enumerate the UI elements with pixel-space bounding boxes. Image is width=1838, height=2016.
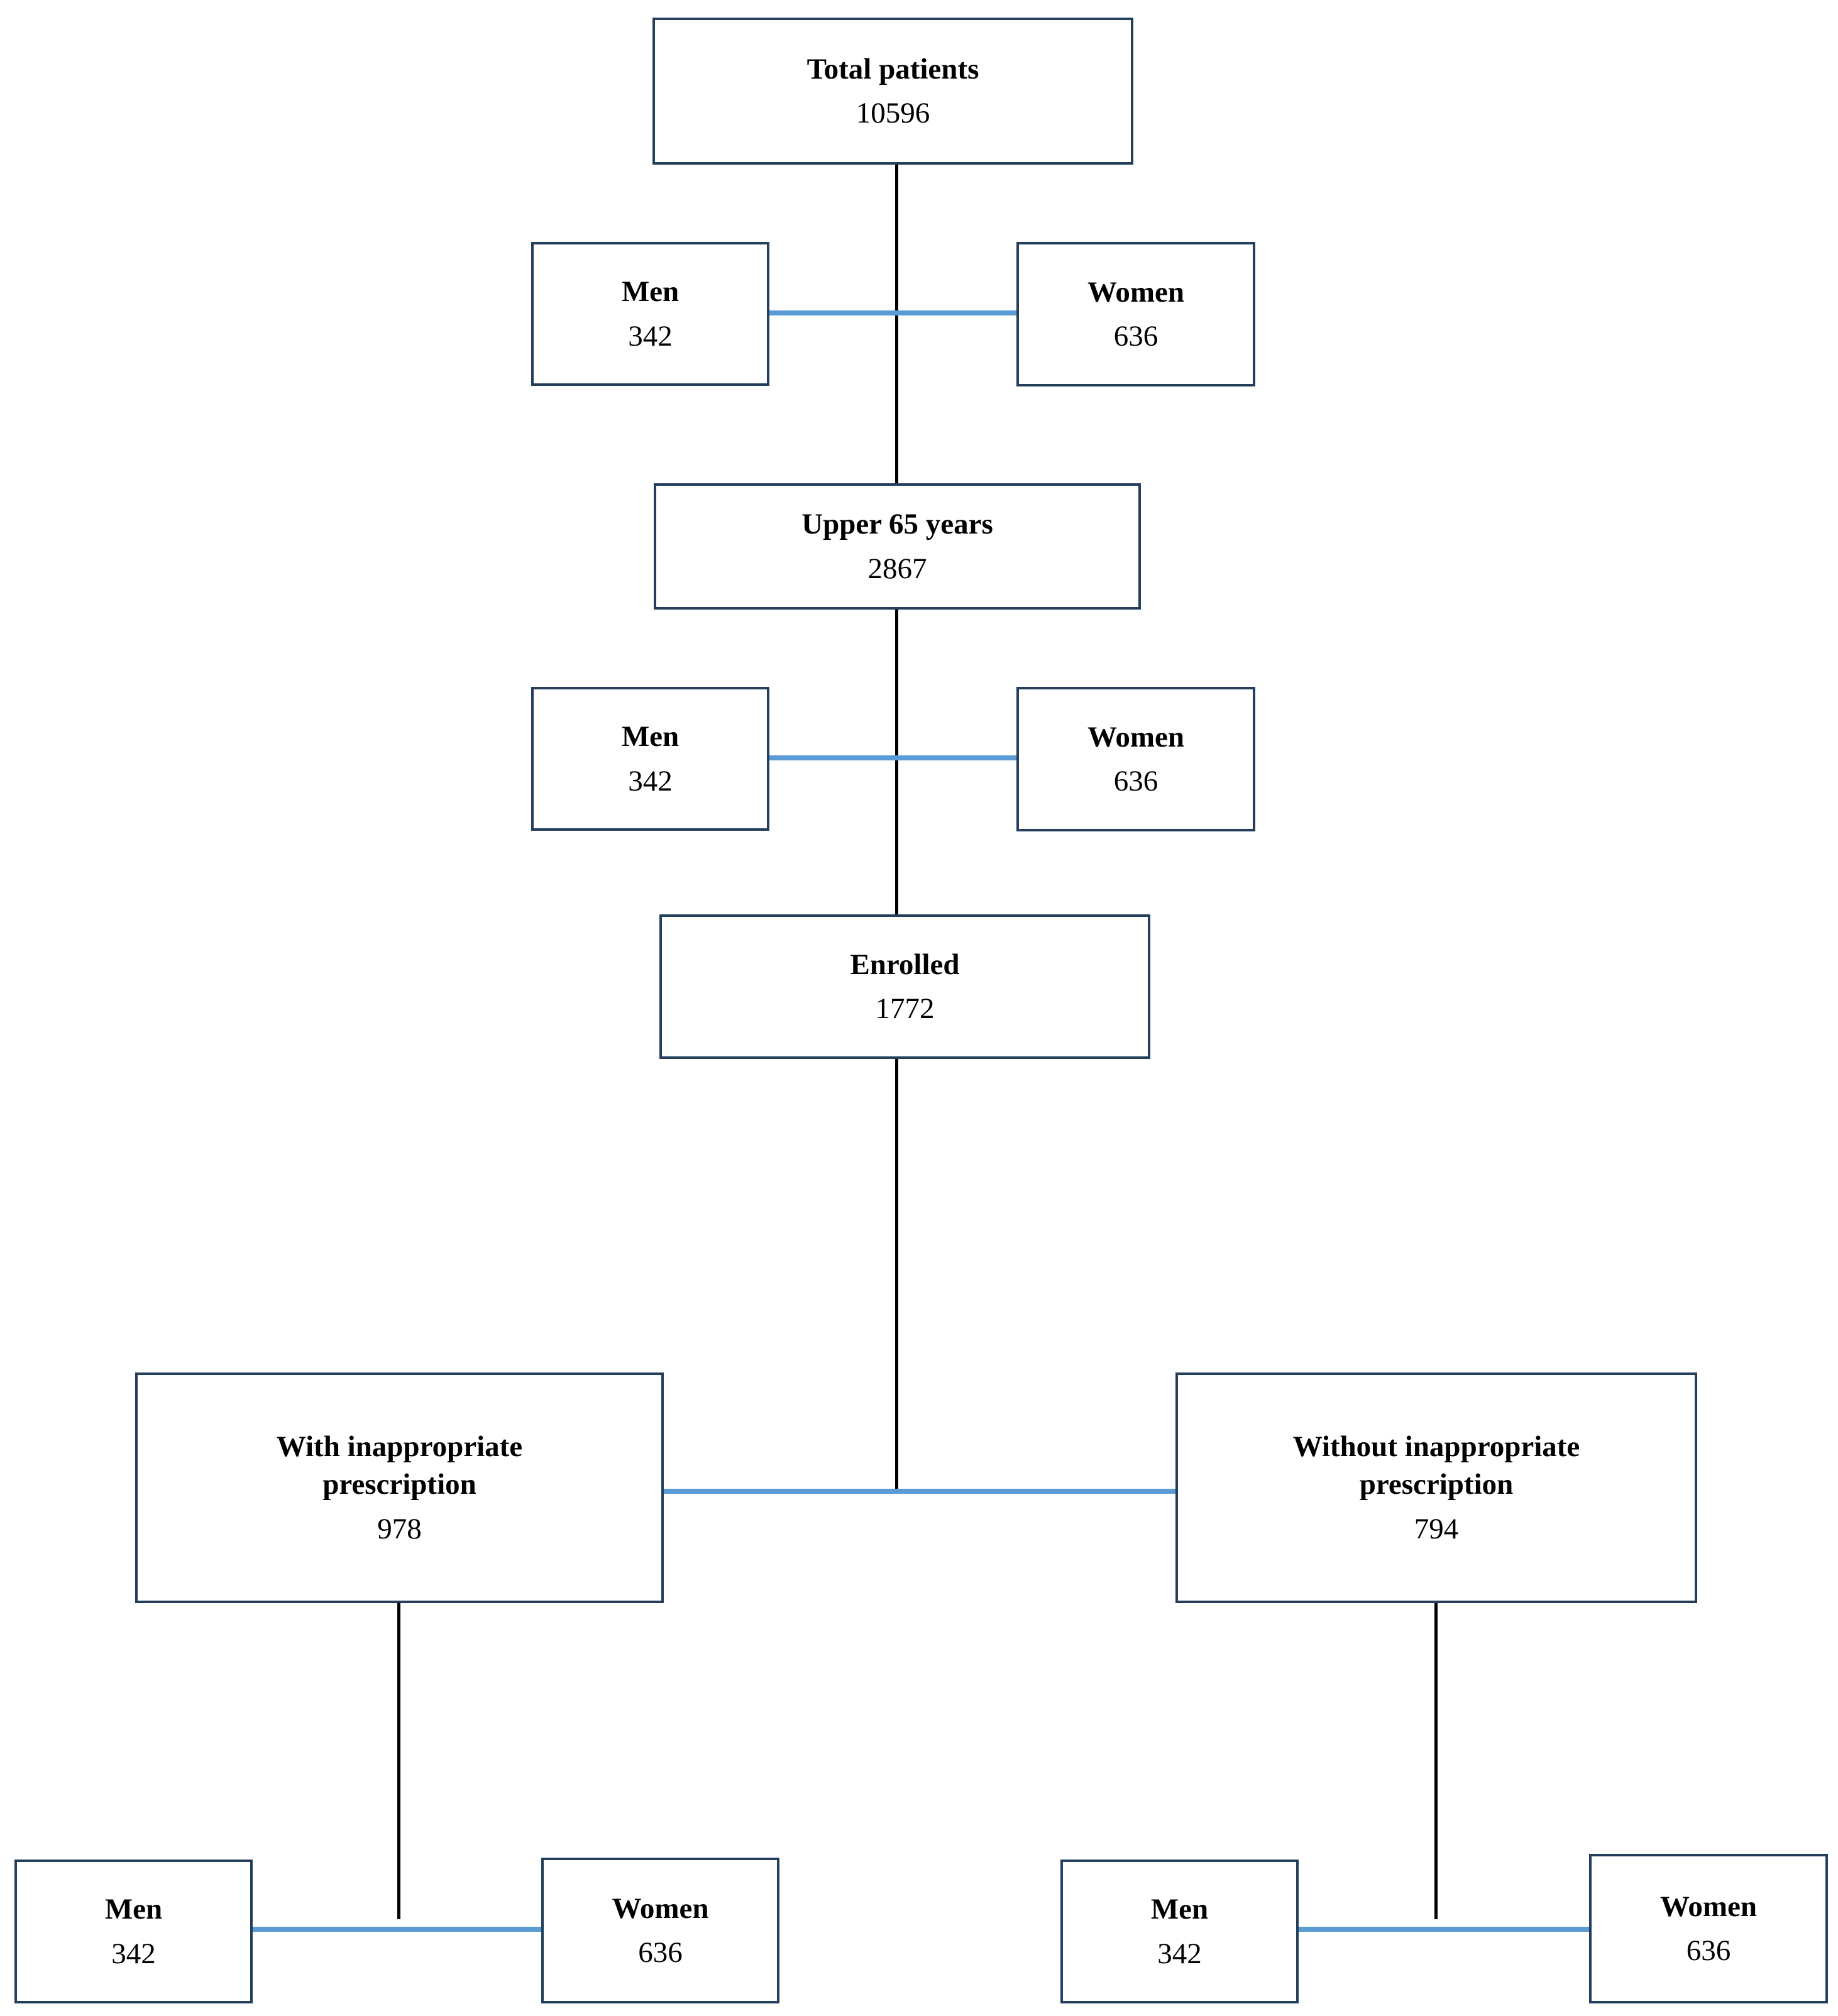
- box-label: Women: [1087, 720, 1185, 753]
- box-value: 978: [377, 1512, 422, 1545]
- box-value: 1772: [875, 992, 935, 1025]
- flowchart-box-women-without: Women 636: [1589, 1854, 1828, 2003]
- box-label: Men: [104, 1893, 163, 1926]
- blue-connector-men-women-mid: [769, 755, 1016, 760]
- box-label: Men: [621, 275, 680, 309]
- trunk-line-enrolled-to-split: [895, 1059, 898, 1494]
- box-value: 794: [1414, 1512, 1459, 1545]
- stem-line-with-inappropriate: [397, 1603, 400, 1919]
- box-label: With inappropriate prescription: [276, 1430, 523, 1501]
- box-value: 636: [1686, 1934, 1731, 1967]
- box-label: Women: [612, 1892, 709, 1925]
- box-value: 342: [1157, 1937, 1202, 1970]
- box-label: Total patients: [806, 52, 979, 85]
- flowchart-box-without-inappropriate-prescription: Without inappropriate prescription 794: [1175, 1372, 1697, 1603]
- box-label: Without inappropriate prescription: [1292, 1430, 1580, 1501]
- box-value: 342: [628, 764, 673, 797]
- box-value: 342: [111, 1937, 156, 1970]
- box-value: 636: [1113, 765, 1158, 797]
- blue-connector-men-women-with: [253, 1927, 541, 1932]
- blue-connector-men-women-top: [769, 310, 1016, 315]
- box-label: Men: [1150, 1893, 1209, 1926]
- flowchart-box-men-without: Men 342: [1060, 1860, 1299, 2003]
- flowchart-box-men-top: Men 342: [531, 242, 769, 386]
- blue-connector-men-women-without: [1299, 1927, 1589, 1932]
- trunk-line-total-to-upper65: [895, 165, 898, 483]
- blue-connector-split: [664, 1489, 1175, 1494]
- flowchart-box-upper-65-years: Upper 65 years 2867: [654, 483, 1141, 610]
- box-value: 636: [638, 1936, 683, 1969]
- box-value: 2867: [867, 552, 927, 585]
- flowchart-box-women-mid: Women 636: [1016, 687, 1255, 831]
- box-value: 636: [1113, 320, 1158, 353]
- box-label: Upper 65 years: [801, 508, 993, 541]
- box-value: 342: [628, 319, 673, 353]
- box-label: Enrolled: [850, 948, 960, 981]
- flowchart-box-men-with: Men 342: [14, 1860, 253, 2003]
- flowchart-box-enrolled: Enrolled 1772: [659, 914, 1150, 1059]
- flowchart-box-women-with: Women 636: [541, 1858, 779, 2003]
- flowchart-box-with-inappropriate-prescription: With inappropriate prescription 978: [135, 1372, 664, 1603]
- box-label: Women: [1087, 275, 1185, 309]
- trunk-line-upper65-to-enrolled: [895, 610, 898, 914]
- box-label: Men: [621, 720, 680, 753]
- flowchart-box-men-mid: Men 342: [531, 687, 769, 831]
- box-label: Women: [1659, 1890, 1758, 1923]
- box-value: 10596: [856, 97, 930, 129]
- stem-line-without-inappropriate: [1434, 1603, 1438, 1919]
- flowchart-box-women-top: Women 636: [1016, 242, 1255, 386]
- flowchart-box-total-patients: Total patients 10596: [652, 18, 1133, 165]
